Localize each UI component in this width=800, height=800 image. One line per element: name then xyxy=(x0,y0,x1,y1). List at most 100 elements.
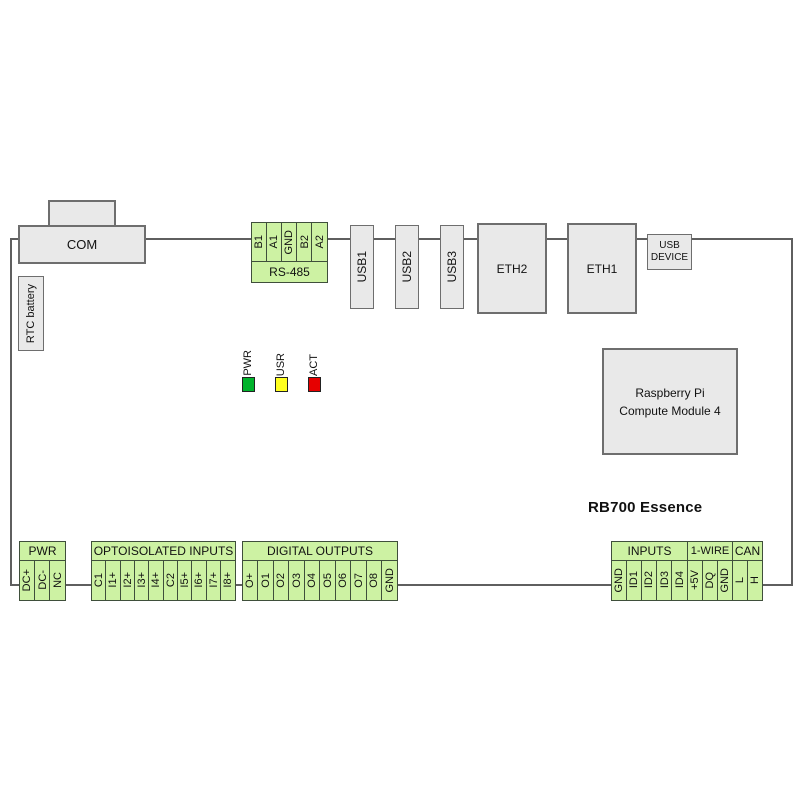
rs485-terminals: B1 A1 GND B2 A2 xyxy=(251,222,328,262)
can-terminals: L H xyxy=(732,559,763,601)
usb-device-label-line2: DEVICE xyxy=(650,252,689,263)
terminal: +5V xyxy=(686,559,704,601)
terminal-label: O6 xyxy=(337,572,350,588)
terminal-label: O4 xyxy=(306,572,319,588)
one-wire-terminals: +5V DQ GND xyxy=(686,559,734,601)
terminal: O2 xyxy=(272,559,290,601)
compute-module-line2: Compute Module 4 xyxy=(619,403,721,418)
terminal-label: H xyxy=(748,576,761,584)
digital-outputs-terminals: O+ O1 O2 O3 O4 O5 O6 O7 O8 GND xyxy=(242,559,399,601)
pwr-led-label: PWR xyxy=(240,346,255,376)
usb3-port: USB3 xyxy=(440,225,464,309)
terminal: ID3 xyxy=(656,559,673,601)
eth1-label: ETH1 xyxy=(586,261,618,276)
terminal-label: C1 xyxy=(92,572,105,588)
usr-led xyxy=(275,377,288,392)
terminal: O7 xyxy=(350,559,368,601)
terminal: ID2 xyxy=(641,559,658,601)
terminal-label: I2+ xyxy=(121,572,134,588)
usr-led-text: USR xyxy=(274,352,287,376)
terminal: B1 xyxy=(251,222,268,262)
terminal-label: I8+ xyxy=(222,572,235,588)
com-connector: COM xyxy=(18,225,146,264)
terminal: GND xyxy=(716,559,734,601)
can-header: CAN xyxy=(732,541,763,561)
terminal: GND xyxy=(281,222,298,262)
terminal: O6 xyxy=(334,559,352,601)
usr-led-label: USR xyxy=(273,346,288,376)
terminal: DC+ xyxy=(19,559,36,601)
terminal: GND xyxy=(611,559,628,601)
terminal-label: ID4 xyxy=(673,571,686,589)
terminal-label: I5+ xyxy=(178,572,191,588)
terminal: DQ xyxy=(701,559,719,601)
terminal-label: A2 xyxy=(313,235,326,249)
terminal-label: DC- xyxy=(36,570,49,590)
terminal-label: I3+ xyxy=(135,572,148,588)
terminal-label: GND xyxy=(613,567,626,593)
terminal-label: L xyxy=(734,576,747,584)
pwr-terminals: DC+ DC- NC xyxy=(19,559,67,601)
inputs-header: INPUTS xyxy=(611,541,688,561)
terminal-label: B2 xyxy=(298,235,311,249)
eth2-port: ETH2 xyxy=(477,223,547,314)
act-led-label: ACT xyxy=(306,346,321,376)
terminal: A2 xyxy=(311,222,328,262)
terminal: H xyxy=(746,559,763,601)
pwr-header: PWR xyxy=(19,541,66,561)
usb2-label: USB2 xyxy=(400,251,414,283)
terminal-label: O5 xyxy=(321,572,334,588)
terminal-label: GND xyxy=(283,229,296,255)
com-connector-top xyxy=(48,200,116,227)
terminal: O8 xyxy=(365,559,383,601)
act-led-text: ACT xyxy=(307,354,320,376)
terminal-label: O8 xyxy=(368,572,381,588)
terminal: B2 xyxy=(296,222,313,262)
terminal-label: O3 xyxy=(290,572,303,588)
board-name: RB700 Essence xyxy=(588,499,703,516)
pwr-led-text: PWR xyxy=(241,350,254,376)
terminal-label: GND xyxy=(383,567,396,593)
terminal-label: NC xyxy=(51,572,64,588)
compute-module: Raspberry Pi Compute Module 4 xyxy=(602,348,738,455)
rtc-battery-label: RTC battery xyxy=(25,283,37,344)
terminal-label: I1+ xyxy=(107,572,120,588)
terminal: ID1 xyxy=(626,559,643,601)
terminal-label: I7+ xyxy=(207,572,220,588)
com-label: COM xyxy=(66,237,98,252)
inputs-terminals: GND ID1 ID2 ID3 ID4 xyxy=(611,559,688,601)
terminal: NC xyxy=(49,559,67,601)
terminal-label: A1 xyxy=(268,235,281,249)
terminal-label: ID3 xyxy=(658,571,671,589)
usb2-port: USB2 xyxy=(395,225,419,309)
terminal-label: O7 xyxy=(352,572,365,588)
usb-device-label-line1: USB xyxy=(659,240,680,251)
terminal: O4 xyxy=(303,559,321,601)
terminal-label: O+ xyxy=(244,572,257,588)
terminal-label: DC+ xyxy=(21,568,34,592)
terminal-label: O2 xyxy=(275,572,288,588)
optoisolated-inputs-header: OPTOISOLATED INPUTS xyxy=(91,541,236,561)
usb-device-port: USB DEVICE xyxy=(647,234,692,270)
one-wire-header: 1-WIRE xyxy=(686,541,734,561)
terminal: O3 xyxy=(288,559,306,601)
terminal: A1 xyxy=(266,222,283,262)
terminal: O5 xyxy=(319,559,337,601)
terminal-label: B1 xyxy=(253,235,266,249)
terminal-label: ID2 xyxy=(643,571,656,589)
rtc-battery: RTC battery xyxy=(18,276,44,351)
terminal: DC- xyxy=(34,559,51,601)
eth2-label: ETH2 xyxy=(496,261,528,276)
rs485-header: RS-485 xyxy=(251,260,328,283)
optoisolated-inputs-terminals: C1 I1+ I2+ I3+ I4+ C2 I5+ I6+ I7+ I8+ xyxy=(91,559,236,601)
compute-module-line1: Raspberry Pi xyxy=(635,385,705,400)
terminal-label: C2 xyxy=(164,572,177,588)
usb1-port: USB1 xyxy=(350,225,374,309)
terminal: I8+ xyxy=(220,559,236,601)
usb1-label: USB1 xyxy=(355,251,369,283)
terminal: GND xyxy=(381,559,399,601)
terminal: O+ xyxy=(242,559,259,601)
terminal: ID4 xyxy=(671,559,688,601)
terminal-label: +5V xyxy=(688,570,701,590)
